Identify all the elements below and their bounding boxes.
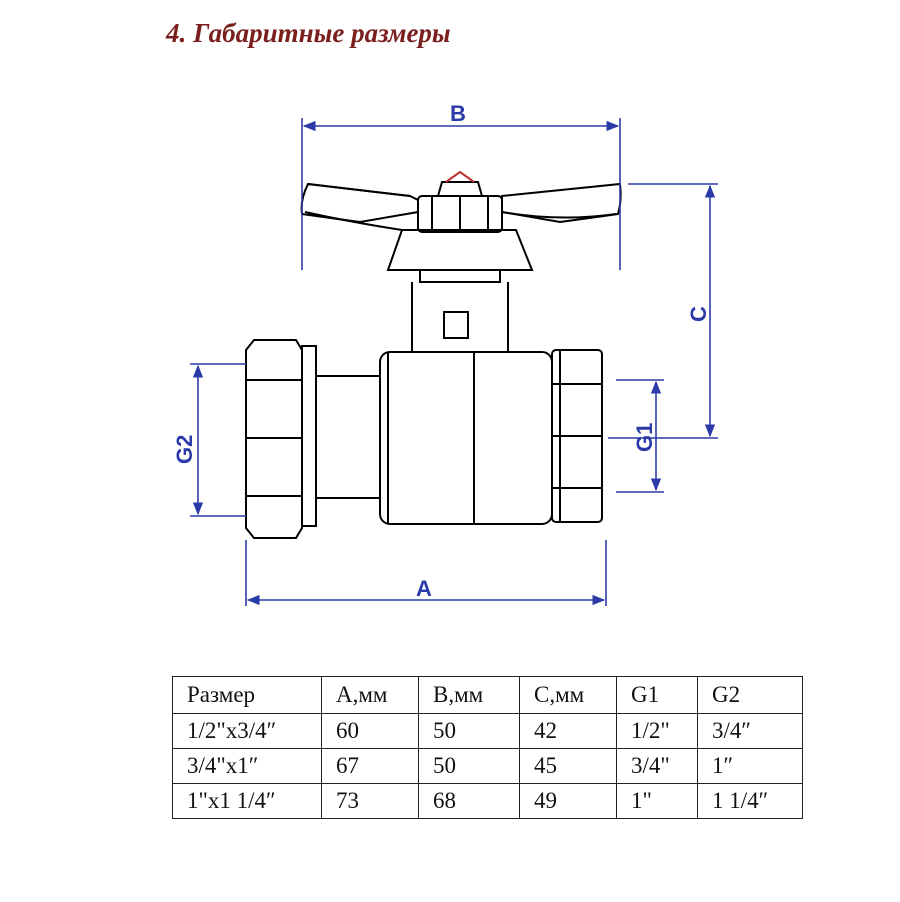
table-cell: 73: [321, 783, 419, 819]
table-cell: 67: [321, 748, 419, 784]
table-row: 1"х1 1/4″ 73 68 49 1" 1 1/4″: [172, 783, 803, 819]
dim-a-label: A: [416, 576, 432, 601]
valve-outline: [245, 170, 622, 539]
valve-dimension-drawing: B A C G1 G2: [172, 101, 718, 606]
table-header: G2: [697, 676, 803, 714]
table-row: 3/4"х1″ 67 50 45 3/4" 1″: [172, 748, 803, 784]
table-row: 1/2"х3/4″ 60 50 42 1/2" 3/4″: [172, 713, 803, 749]
table-cell: 45: [519, 748, 617, 784]
dimensions-table: Размер А,мм В,мм С,мм G1 G2 1/2"х3/4″ 60…: [172, 676, 803, 819]
table-cell: 3/4″: [697, 713, 803, 749]
table-header-row: Размер А,мм В,мм С,мм G1 G2: [172, 676, 803, 714]
table-cell: 3/4": [616, 748, 698, 784]
page-title: 4. Габаритные размеры: [166, 18, 451, 48]
left-union-nut: [245, 339, 303, 539]
dim-g1-label: G1: [632, 423, 657, 452]
table-header: С,мм: [519, 676, 617, 714]
table-header: А,мм: [321, 676, 419, 714]
table-cell: 1/2": [616, 713, 698, 749]
table-cell: 42: [519, 713, 617, 749]
table-cell: 1"х1 1/4″: [172, 783, 322, 819]
dimension-lines: [190, 118, 718, 606]
table-cell: 3/4"х1″: [172, 748, 322, 784]
table-cell: 1": [616, 783, 698, 819]
dim-c-label: C: [686, 306, 711, 322]
table-header: В,мм: [418, 676, 520, 714]
table-cell: 1 1/4″: [697, 783, 803, 819]
table-cell: 60: [321, 713, 419, 749]
table-cell: 1/2"х3/4″: [172, 713, 322, 749]
table-cell: 50: [418, 713, 520, 749]
table-cell: 68: [418, 783, 520, 819]
table-cell: 1″: [697, 748, 803, 784]
table-cell: 50: [418, 748, 520, 784]
dim-g2-label: G2: [172, 435, 197, 464]
table-header: G1: [616, 676, 698, 714]
table-header: Размер: [172, 676, 322, 714]
dim-b-label: B: [450, 101, 466, 126]
valve-body: [379, 351, 553, 525]
table-cell: 49: [519, 783, 617, 819]
